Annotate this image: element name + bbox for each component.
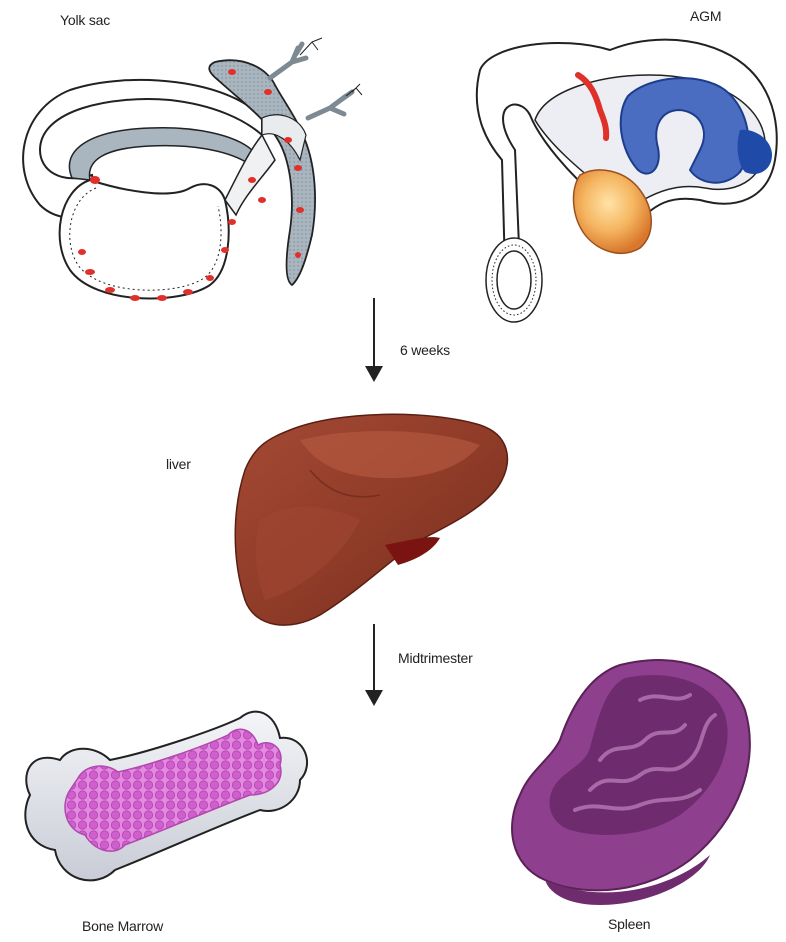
spleen-label: Spleen xyxy=(608,916,650,932)
yolk-sac-label: Yolk sac xyxy=(60,12,110,28)
agm-illustration xyxy=(477,40,777,322)
liver-label: liver xyxy=(166,456,191,472)
midtrimester-label: Midtrimester xyxy=(398,650,473,666)
down-arrow-icon xyxy=(365,624,383,706)
agm-label: AGM xyxy=(690,8,721,24)
bone-marrow-label: Bone Marrow xyxy=(82,918,163,934)
bone-marrow-illustration xyxy=(25,712,307,881)
yolk-sac-illustration xyxy=(23,38,362,301)
spleen-illustration xyxy=(512,660,750,905)
liver-illustration xyxy=(235,414,507,625)
six-weeks-label: 6 weeks xyxy=(400,342,450,358)
down-arrow-icon xyxy=(365,298,383,382)
